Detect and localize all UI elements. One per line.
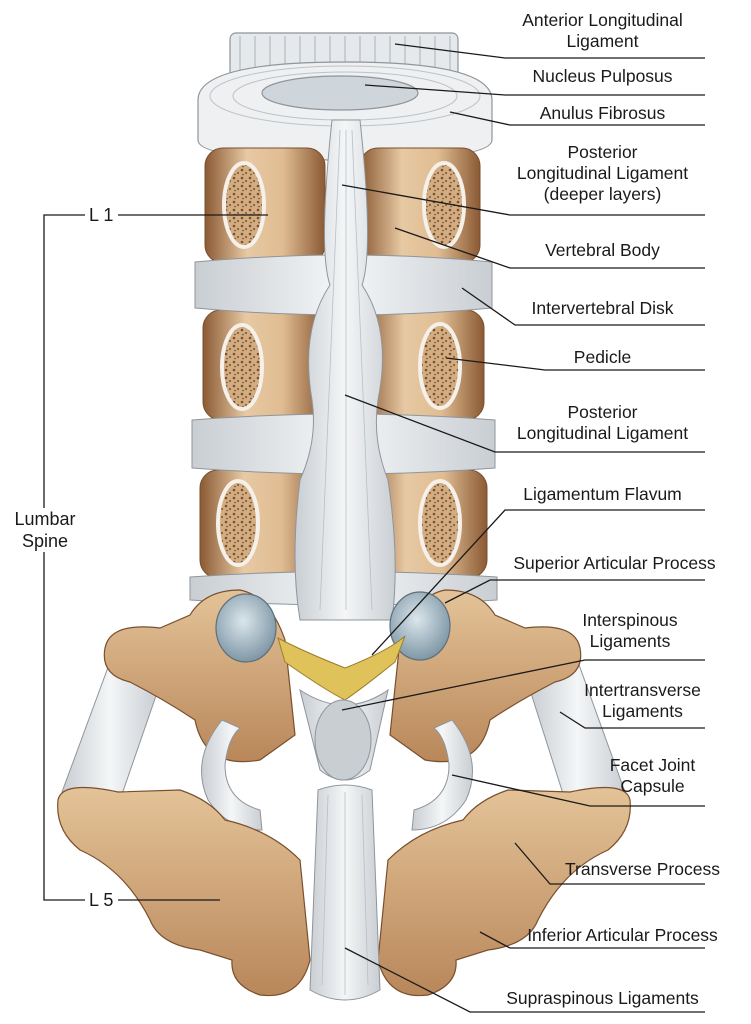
label-intertransverse-ligaments: Intertransverse Ligaments [584, 680, 701, 721]
label-intervertebral-disk: Intervertebral Disk [531, 298, 674, 318]
label-posterior-longitudinal-ligament: Posterior Longitudinal Ligament [516, 402, 689, 443]
label-vertebral-body: Vertebral Body [545, 240, 660, 260]
leader-superior-articular-process [444, 579, 705, 604]
leader-inferior-articular-process [479, 931, 705, 949]
leader-lines [43, 43, 705, 1013]
supraspinous-ligaments [309, 784, 381, 1001]
leader-supraspinous-ligaments [344, 947, 705, 1013]
l5-vertebra [57, 786, 631, 997]
label-nucleus-pulposus: Nucleus Pulposus [532, 66, 673, 86]
leader-interspinous-ligaments [341, 659, 705, 711]
label-inferior-articular-process: Inferior Articular Process [527, 925, 718, 945]
leader-vertebral-body [394, 227, 705, 269]
label-lumbar-spine: Lumbar Spine [5, 508, 85, 552]
leader-intertransverse-ligaments [559, 711, 705, 729]
leader-ligamentum-flavum [371, 509, 705, 656]
label-anulus-fibrosus: Anulus Fibrosus [539, 103, 666, 123]
label-anterior-longitudinal-ligament: Anterior Longitudinal Ligament [522, 10, 683, 51]
pedicle [216, 161, 466, 567]
label-supraspinous-ligaments: Supraspinous Ligaments [506, 988, 699, 1008]
leader-facet-joint-capsule [451, 774, 705, 807]
label-facet-joint-capsule: Facet Joint Capsule [609, 755, 696, 796]
leader-anterior-longitudinal-ligament [394, 43, 705, 59]
label-ligamentum-flavum: Ligamentum Flavum [523, 484, 682, 504]
leader-pedicle [445, 357, 705, 371]
label-superior-articular-process: Superior Articular Process [513, 553, 716, 573]
ligamentum-flavum [277, 635, 406, 701]
leader-nucleus-pulposus [364, 84, 705, 96]
superior-articular-process [215, 591, 451, 663]
nucleus-pulposus [261, 75, 419, 111]
interspinous-ligaments [299, 688, 389, 781]
label-posterior-longitudinal-ligament-deep: Posterior Longitudinal Ligament (deeper … [516, 142, 689, 204]
label-l5: L 5 [89, 890, 114, 910]
leader-intervertebral-disk [461, 287, 705, 326]
label-pedicle: Pedicle [573, 347, 632, 367]
label-interspinous-ligaments: Interspinous Ligaments [582, 610, 678, 651]
leader-posterior-longitudinal-ligament [344, 394, 705, 453]
facet-joint-capsule [201, 719, 473, 831]
lumbar-spine-bracket [43, 214, 85, 901]
label-transverse-process: Transverse Process [565, 859, 720, 879]
leader-transverse-process [514, 842, 705, 885]
label-l1: L 1 [89, 205, 114, 225]
leader-anulus-fibrosus [449, 111, 705, 126]
leader-posterior-longitudinal-ligament-deep [341, 184, 705, 216]
